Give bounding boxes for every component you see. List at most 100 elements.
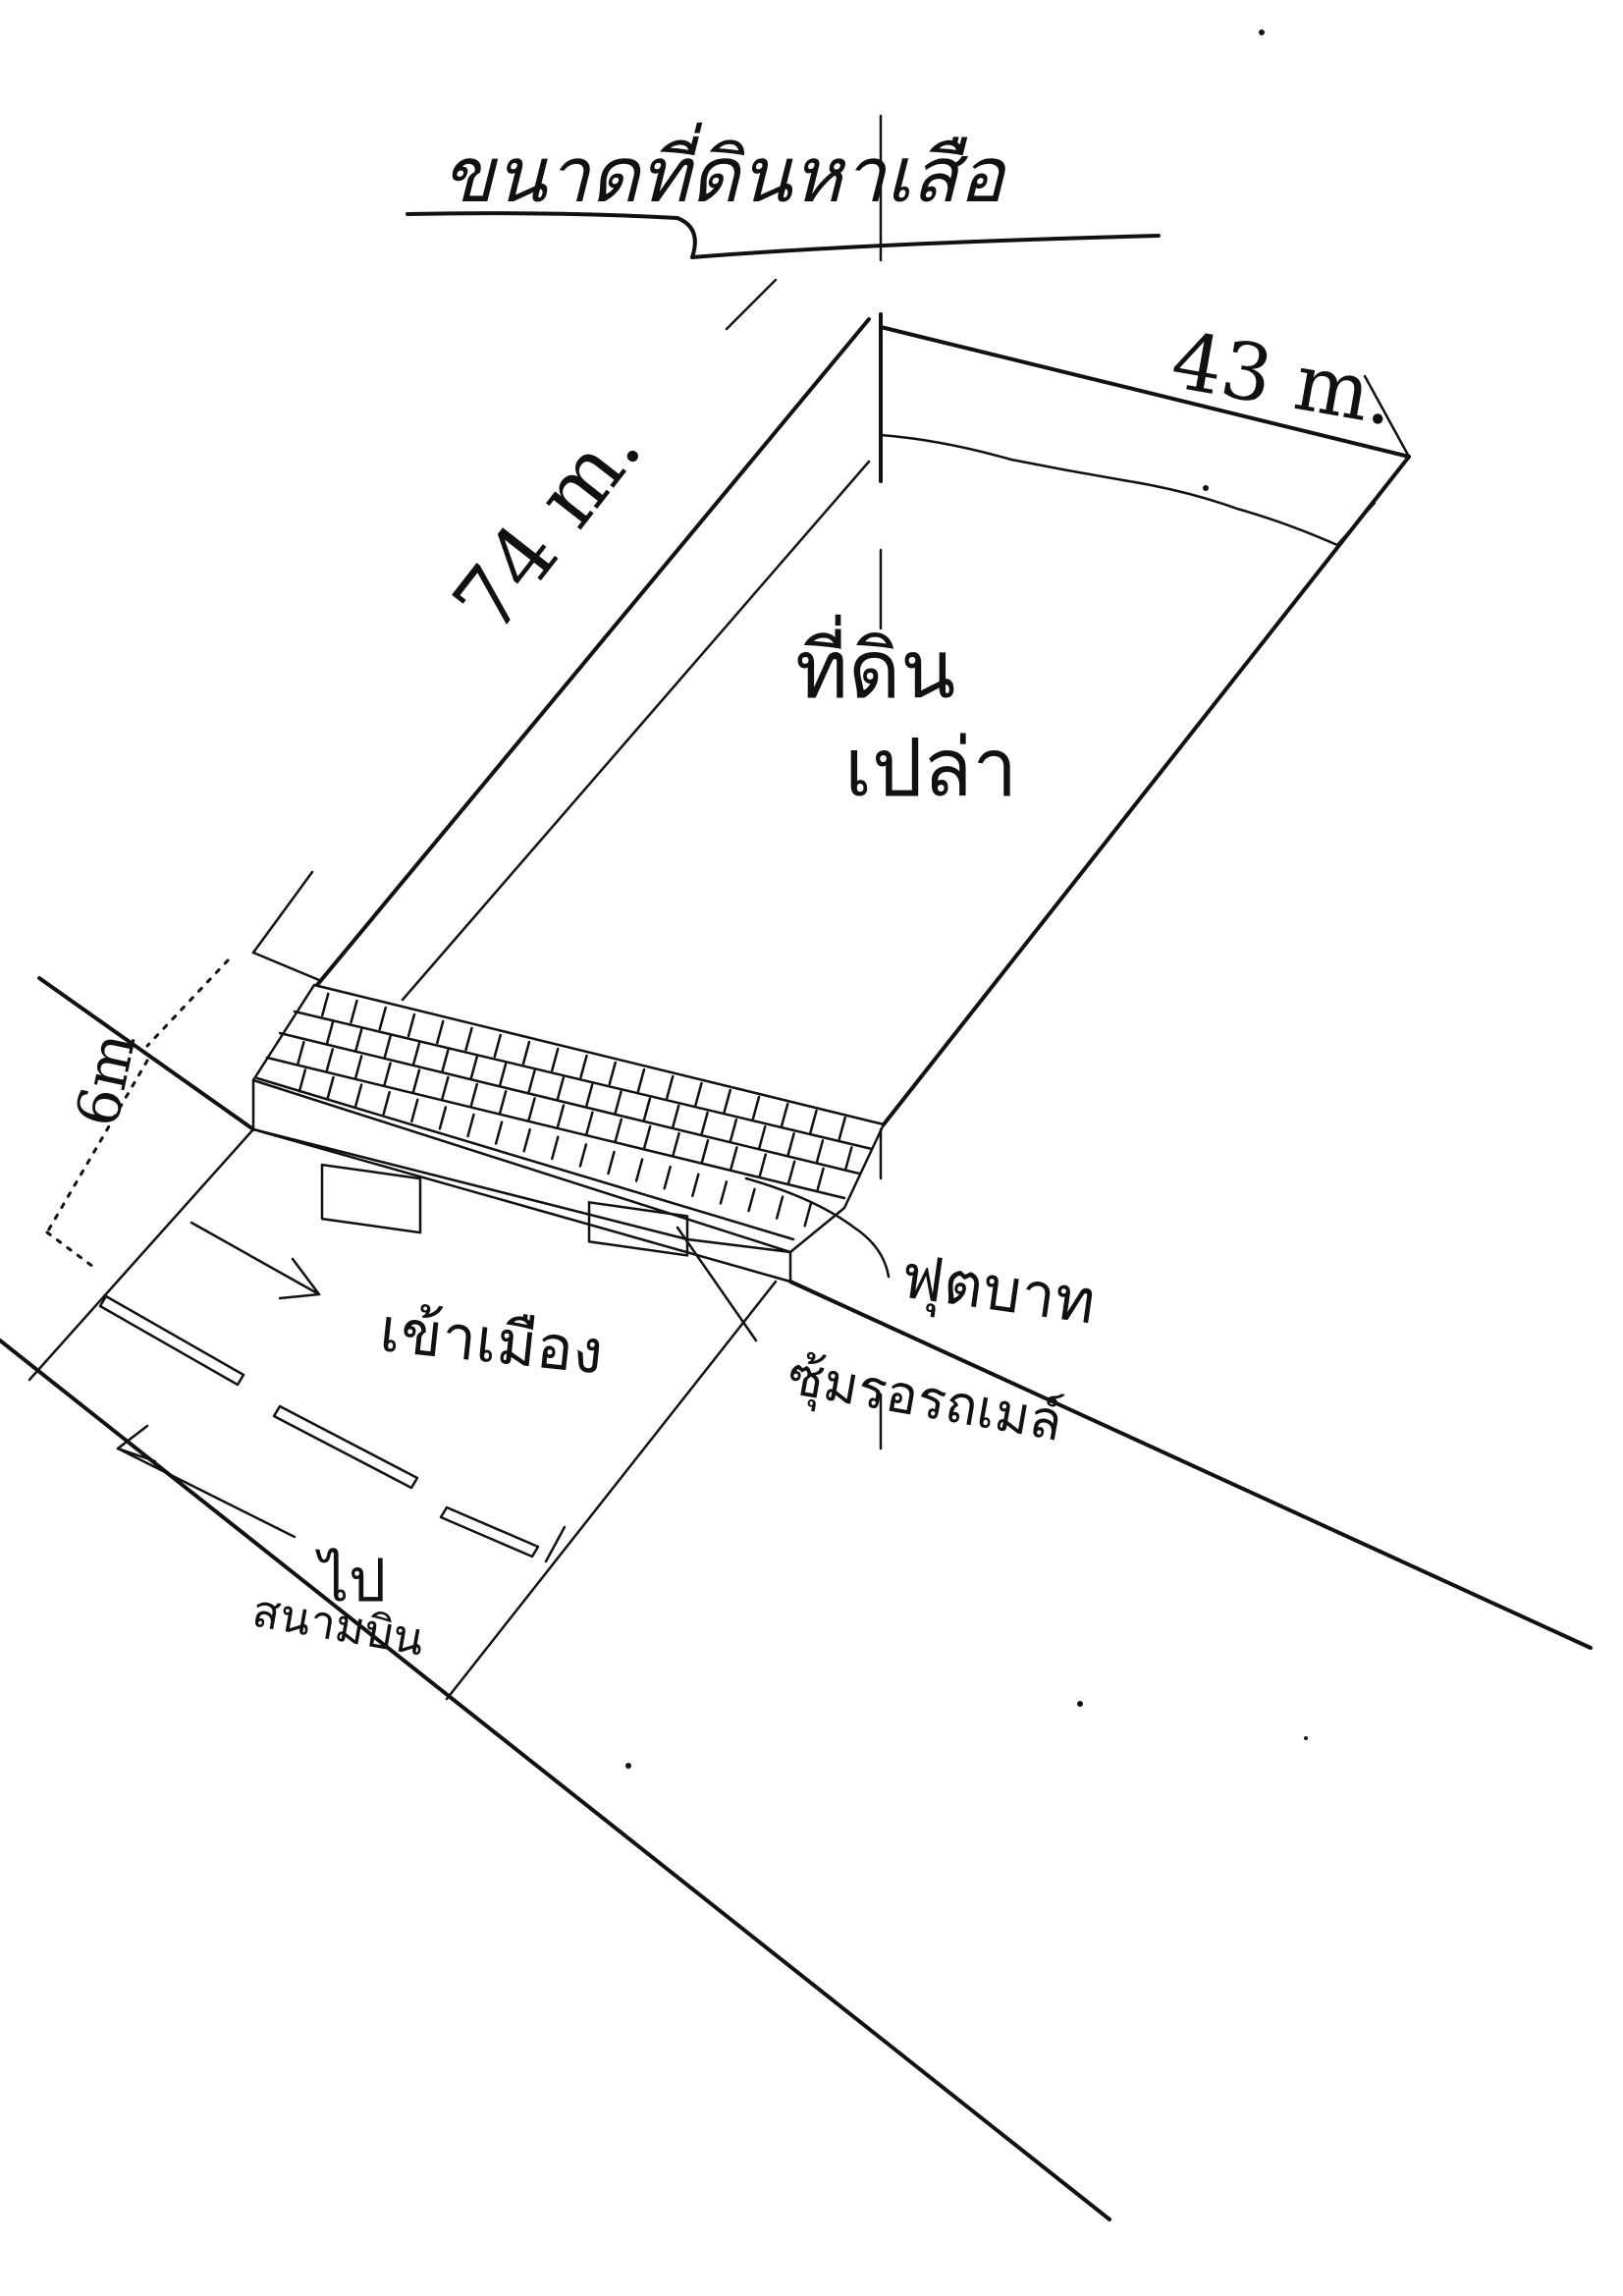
brick-joint (469, 1082, 479, 1108)
road-edge-top-left (37, 976, 255, 1131)
brick-joint (838, 1116, 846, 1141)
brick-joint (527, 1097, 536, 1121)
brick-joint (378, 1006, 387, 1031)
brick-joint (672, 1131, 680, 1157)
brick-joint (354, 1027, 363, 1052)
brick-joint (816, 1167, 825, 1192)
brick-joint (579, 1054, 588, 1079)
brick-joint (493, 1033, 502, 1059)
brick-joint (781, 1102, 789, 1127)
brick-joint (758, 1153, 768, 1177)
brick-joint (747, 1187, 756, 1213)
bus-stop-callout (676, 1226, 758, 1342)
brick-joint (844, 1146, 853, 1171)
brick-joint (691, 1173, 700, 1198)
extension-mark-top-right (1363, 374, 1411, 459)
land-plot (315, 278, 1411, 1126)
brick-joint (436, 1019, 445, 1045)
plot-inner-top-wavy (879, 433, 1339, 547)
title-underline (406, 211, 1161, 259)
plot-edge-left (315, 317, 871, 987)
brick-joint (469, 1055, 479, 1080)
crossing-line-left (27, 1127, 255, 1382)
brick-joint (723, 1088, 731, 1114)
brick-joint (642, 1124, 652, 1150)
brick-joint (551, 1135, 560, 1161)
extension-mark-top-left (725, 278, 778, 331)
land-label-line1: ที่ดิน (795, 614, 955, 717)
sidewalk-brick-area (251, 983, 886, 1284)
plot-edge-top (879, 325, 1411, 459)
brick-joint (521, 1040, 531, 1066)
road-edge-bottom (0, 1339, 1111, 2221)
sidewalk-label: ฟุตบาท (896, 1240, 1101, 1339)
brick-joint (466, 1113, 475, 1138)
sidewalk-width-label: 6m (63, 1027, 149, 1133)
brick-joint (410, 1098, 419, 1123)
brick-joint (325, 1020, 335, 1045)
brick-joint (551, 1047, 560, 1072)
brick-joint (671, 1104, 680, 1129)
sidewalk-callout (744, 1176, 891, 1279)
brick-joint (663, 1165, 672, 1190)
brick-joint (786, 1160, 796, 1184)
brick-joint (700, 1139, 710, 1164)
brick-joint (350, 999, 358, 1024)
brick-joint (730, 1146, 738, 1171)
title-group: ขนาดที่ดินหาเสือ (406, 122, 1161, 259)
width-label: 43 m. (1165, 314, 1402, 443)
crossing-line-right (445, 1280, 778, 1701)
brick-joint (634, 1158, 644, 1182)
brick-joint (751, 1095, 761, 1121)
brick-joint (411, 1041, 421, 1066)
brick-joint (636, 1067, 646, 1093)
brick-joint (353, 1083, 363, 1108)
brick-joint (326, 1075, 335, 1101)
brick-joint (786, 1132, 795, 1157)
brick-joint (321, 992, 330, 1017)
sidewalk-outline (251, 983, 886, 1254)
brick-joint (809, 1109, 818, 1134)
brick-joint (584, 1083, 594, 1108)
arrow-to-city (189, 1221, 321, 1300)
brick-joint (775, 1195, 784, 1220)
brick-joint (383, 1034, 392, 1060)
road-to-airport-line1: ไป (315, 1547, 386, 1615)
plot-edge-right (882, 455, 1411, 1126)
brick-joint (666, 1074, 675, 1100)
brick-ticks (297, 992, 853, 1228)
land-label-line2: เปล่า (844, 722, 1017, 815)
brick-joint (694, 1081, 703, 1107)
brick-joint (494, 1121, 504, 1145)
road-edge-top-right (788, 1280, 1593, 1650)
brick-joint (607, 1150, 616, 1175)
brick-joint (438, 1106, 448, 1130)
title-text: ขนาดที่ดินหาเสือ (442, 122, 1007, 220)
bench-block-left (320, 1163, 422, 1234)
lane-dashes (98, 1294, 540, 1558)
brick-joint (614, 1118, 623, 1143)
brick-joint (325, 1048, 335, 1072)
brick-joint (556, 1104, 566, 1128)
stray-dots (625, 29, 1308, 1769)
brick-joint (441, 1048, 450, 1073)
brick-joint (527, 1069, 536, 1094)
arrow-to-airport (116, 1424, 297, 1539)
brick-joint (642, 1097, 652, 1121)
brick-joint (556, 1076, 566, 1101)
bench-block-right (587, 1201, 689, 1257)
brick-joint (298, 1068, 307, 1093)
brick-joint (498, 1063, 508, 1087)
brick-joint (382, 1090, 391, 1116)
road-to-city-label: เข้าเมือง (376, 1293, 606, 1388)
brick-joint (608, 1061, 617, 1086)
road (0, 976, 1593, 2221)
brick-joint (758, 1124, 767, 1150)
brick-joint (411, 1068, 421, 1093)
brick-joint (441, 1075, 450, 1101)
bus-stop-label: ซุ้มรอรถเมล์ (783, 1344, 1067, 1455)
brick-joint (297, 1040, 305, 1066)
brick-joint (614, 1090, 622, 1115)
brick-joint (498, 1089, 508, 1115)
